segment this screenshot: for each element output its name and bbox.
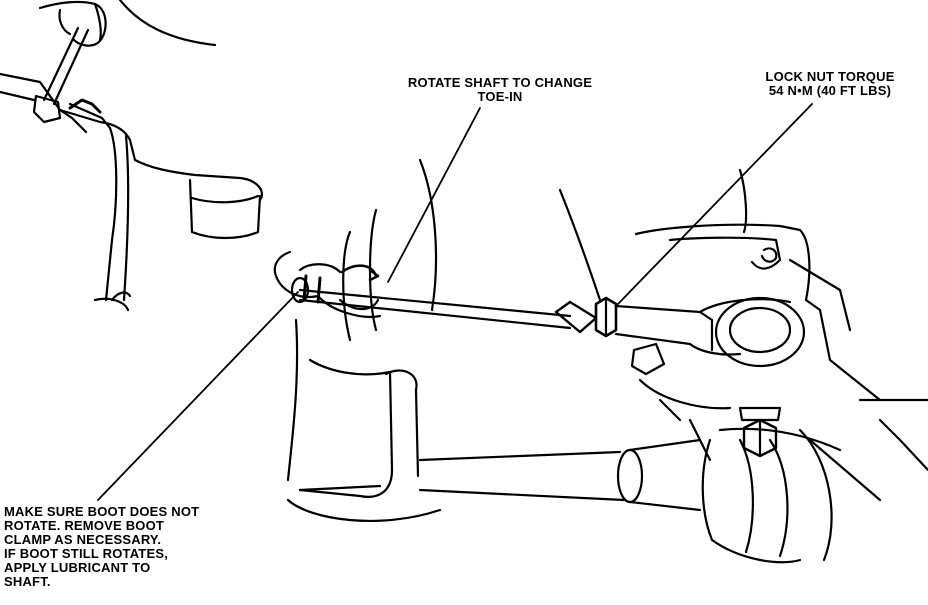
- callout-boot-warning: MAKE SURE BOOT DOES NOT ROTATE. REMOVE B…: [4, 505, 244, 589]
- callout-boot-line-1: MAKE SURE BOOT DOES NOT: [4, 504, 200, 519]
- callout-boot-line-4: IF BOOT STILL ROTATES,: [4, 546, 169, 561]
- callout-rotate-line-1: ROTATE SHAFT TO CHANGE: [407, 75, 593, 90]
- lock-nut: [594, 296, 618, 338]
- hand-drawing: [38, 0, 217, 47]
- leader-torque: [617, 103, 813, 305]
- leader-rotate: [387, 107, 481, 283]
- callout-boot-line-3: CLAMP AS NECESSARY.: [4, 532, 162, 547]
- callout-boot-line-6: SHAFT.: [4, 574, 51, 589]
- callout-lock-nut-torque: LOCK NUT TORQUE 54 N•M (40 FT LBS): [732, 70, 928, 98]
- boot-and-bracket: [273, 158, 602, 523]
- drive-axle: [418, 438, 702, 512]
- callout-torque-line-2: 54 N•M (40 FT LBS): [768, 83, 892, 98]
- tie-rod-shaft: [290, 264, 598, 334]
- callout-boot-line-2: ROTATE. REMOVE BOOT: [4, 518, 165, 533]
- cv-boot: [701, 398, 928, 564]
- steering-knuckle-right: [634, 168, 882, 462]
- callout-rotate-line-2: TOE-IN: [477, 89, 523, 104]
- steering-knuckle-left: [0, 72, 264, 312]
- callout-rotate-shaft: ROTATE SHAFT TO CHANGE TOE-IN: [380, 76, 620, 104]
- outer-tie-rod-end: [614, 296, 806, 376]
- callout-boot-line-5: APPLY LUBRICANT TO: [4, 560, 151, 575]
- callout-torque-line-1: LOCK NUT TORQUE: [765, 69, 895, 84]
- leader-boot: [97, 291, 299, 501]
